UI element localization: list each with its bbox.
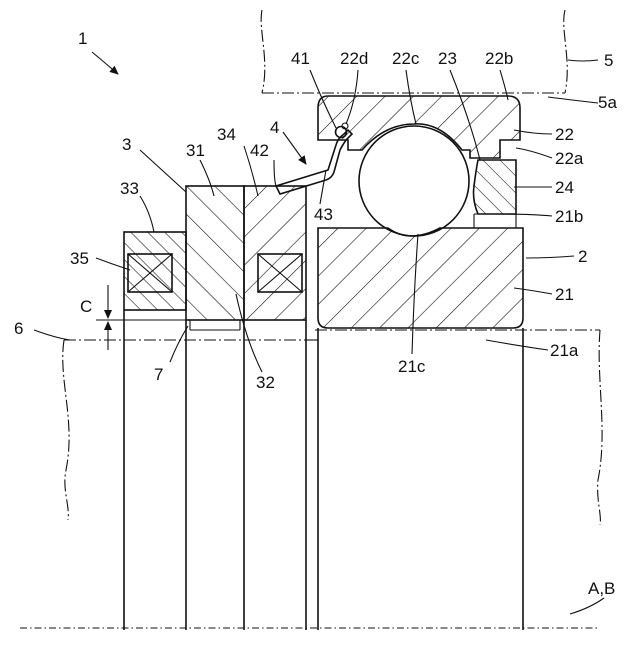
label-3: 3 [122, 135, 131, 154]
label-C: C [80, 297, 92, 316]
label-21b: 21b [555, 207, 583, 226]
cage [474, 160, 517, 214]
label-42: 42 [250, 141, 269, 160]
label-31: 31 [186, 141, 205, 160]
label-34: 34 [217, 125, 236, 144]
section-lines [124, 310, 523, 630]
label-5: 5 [604, 51, 613, 70]
label-22c: 22c [392, 49, 420, 68]
label-41: 41 [291, 49, 310, 68]
label-21c: 21c [398, 357, 426, 376]
label-5a: 5a [598, 93, 617, 112]
label-2: 2 [578, 247, 587, 266]
label-33: 33 [120, 179, 139, 198]
label-22: 22 [555, 125, 574, 144]
label-22b: 22b [485, 49, 513, 68]
label-24: 24 [555, 178, 574, 197]
shaft-outline [63, 330, 602, 525]
label-22a: 22a [555, 149, 584, 168]
label-7: 7 [154, 365, 163, 384]
rolling-ball [359, 126, 469, 236]
inner-spacer-stack [124, 186, 306, 320]
label-21: 21 [555, 285, 574, 304]
label-21a: 21a [550, 341, 579, 360]
inner-ring [318, 214, 523, 328]
label-23: 23 [438, 49, 457, 68]
label-43: 43 [314, 205, 333, 224]
label-32: 32 [256, 373, 275, 392]
label-4: 4 [270, 118, 279, 137]
reference-labels: 1 5 5a 41 22d 22c 23 22b 4 22 22a 3 31 3… [14, 29, 617, 598]
label-1: 1 [78, 29, 87, 48]
label-AB: A,B [588, 579, 615, 598]
label-6: 6 [14, 319, 23, 338]
label-35: 35 [70, 249, 89, 268]
label-22d: 22d [340, 49, 368, 68]
